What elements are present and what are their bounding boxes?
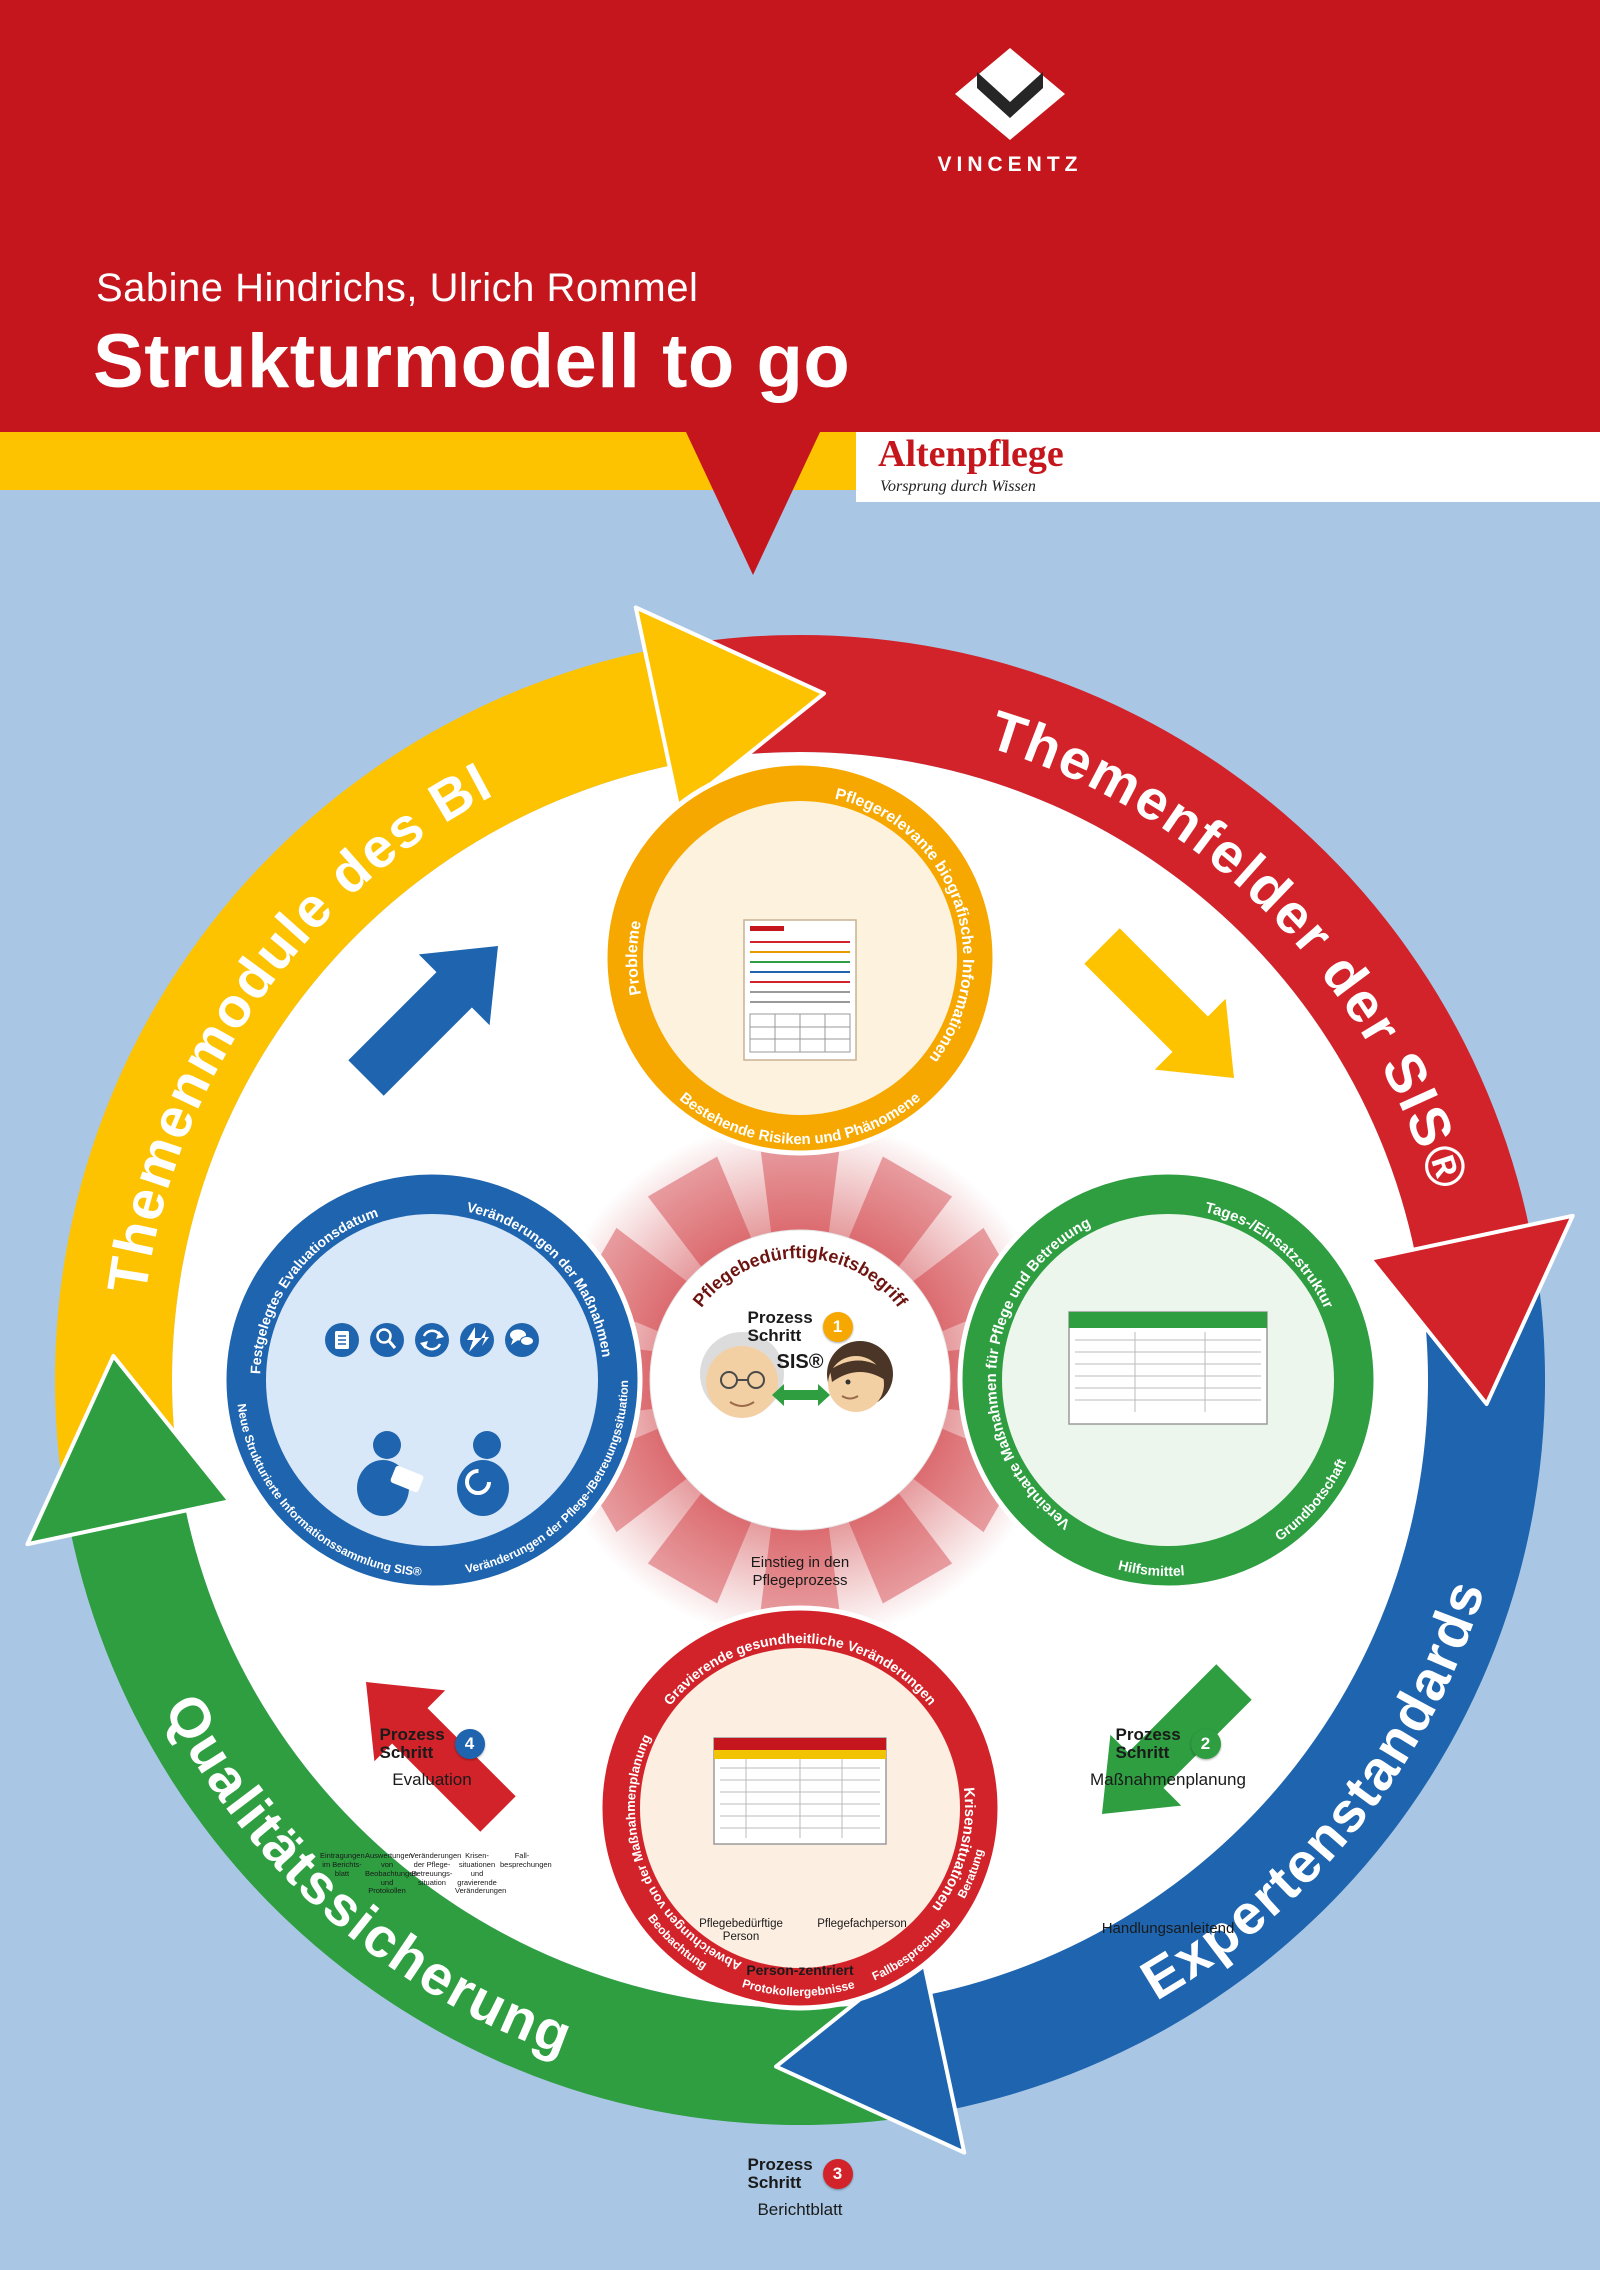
- vincentz-logo-mark-icon: [955, 48, 1065, 140]
- step4-label: Prozess Schritt: [379, 1724, 445, 1762]
- step4-circle: Festgelegtes Evaluationsdatum Veränderun…: [221, 1169, 643, 1591]
- massnahmenplan-form-image: [1068, 1311, 1268, 1425]
- center-circle: Pflegebedürftigkeitsbegriff: [649, 1229, 951, 1531]
- brand-name: Altenpflege: [878, 433, 1064, 475]
- step1-ring-left: Probleme: [624, 919, 645, 997]
- step3-label: Prozess Schritt: [747, 2154, 813, 2192]
- step2-circle: Tages-/Einsatzstruktur Vereinbarte Maßna…: [957, 1169, 1379, 1591]
- ring-arrow-blue-icon: [774, 1948, 967, 2155]
- ring-arrow-red-icon: [1368, 1213, 1575, 1406]
- center-left-label: Pflegebedürftige Person: [699, 1918, 783, 1944]
- vincentz-logo: VINCENTZ: [935, 48, 1085, 177]
- arrow-step1-to-step2-icon: [1084, 928, 1234, 1078]
- evaluation-icons: [325, 1323, 539, 1357]
- step1-caption: Einstieg in den Pflegeprozess: [750, 1554, 850, 1589]
- step2-label: Prozess Schritt: [1115, 1724, 1181, 1762]
- step1-number-badge: 1: [822, 1312, 853, 1342]
- step4-item-3: Veränderungen der Pflege- Betreuungs- si…: [410, 1851, 462, 1887]
- brand-box: Altenpflege Vorsprung durch Wissen: [856, 432, 1600, 502]
- arrow-step4-to-step1-icon: [348, 946, 498, 1096]
- step4-header: Prozess Schritt 4: [342, 1722, 522, 1766]
- step4-number-badge: 4: [454, 1729, 485, 1759]
- ring-arrow-green-icon: [25, 1354, 232, 1547]
- step4-name: Evaluation: [392, 1770, 472, 1789]
- step2-name: Maßnahmenplanung: [1090, 1770, 1246, 1789]
- exchange-arrow-icon: [772, 1384, 830, 1406]
- process-diagram: Themenmodule des BI Themenfelder der SIS…: [25, 605, 1575, 2155]
- step3-number-badge: 3: [822, 2159, 853, 2189]
- ring-arrow-yellow-icon: [633, 605, 826, 812]
- arrow-step2-to-step3-icon: [1102, 1664, 1252, 1814]
- step1-circle: Pflegerelevante biografische Information…: [602, 760, 998, 1156]
- brand-tagline: Vorsprung durch Wissen: [880, 478, 1036, 495]
- step4-item-5: Fall- besprechungen: [500, 1851, 552, 1869]
- step2-header: Prozess Schritt 2: [1078, 1722, 1258, 1766]
- publisher-name: VINCENTZ: [937, 153, 1083, 176]
- refresh-icon: [415, 1323, 449, 1357]
- step4-item-4: Krisen- situationen und gravierende Verä…: [455, 1851, 507, 1896]
- step4-item-1: Eintragungen im Berichts- blatt: [320, 1851, 365, 1878]
- center-bottom-label: Person-zentriert: [746, 1962, 854, 1978]
- document-icon: [325, 1323, 359, 1357]
- evaluation-figures-image: [357, 1431, 509, 1516]
- step4-item-2: Auswertungen von Beobachtungen und Proto…: [365, 1851, 418, 1896]
- header: VINCENTZ Sabine Hindrichs, Ulrich Rommel…: [0, 0, 1600, 432]
- book-title: Strukturmodell to go: [93, 319, 851, 404]
- care-recipient-image: [700, 1332, 784, 1418]
- step1-header: Prozess Schritt 1: [710, 1305, 890, 1349]
- lightning-icon: [460, 1323, 494, 1357]
- sis-form-image: [743, 919, 857, 1061]
- brand-band: Altenpflege Vorsprung durch Wissen: [0, 432, 1600, 575]
- speech-bubbles-icon: [505, 1323, 539, 1357]
- arrow-step3-to-step4-icon: [366, 1682, 516, 1832]
- header-arrow-icon: [686, 432, 820, 575]
- berichtblatt-form-image: [713, 1737, 887, 1845]
- step1-name: SIS®: [776, 1351, 824, 1373]
- step3-circle: Gravierende gesundheitliche Veränderunge…: [597, 1605, 1003, 2011]
- step1-label: Prozess Schritt: [747, 1307, 813, 1345]
- svg-text:Probleme: Probleme: [624, 919, 645, 997]
- center-right-label: Pflegefachperson: [817, 1918, 907, 1930]
- diagram-area: Themenmodule des BI Themenfelder der SIS…: [0, 490, 1600, 2270]
- step3-name: Berichtblatt: [757, 2200, 843, 2219]
- step2-caption: Handlungsanleitend: [1101, 1920, 1235, 1937]
- flow-arrows: [348, 928, 1252, 1832]
- authors: Sabine Hindrichs, Ulrich Rommel: [96, 266, 699, 310]
- step2-number-badge: 2: [1190, 1729, 1221, 1759]
- step3-header: Prozess Schritt 3: [710, 2152, 890, 2196]
- magnifier-icon: [370, 1323, 404, 1357]
- care-professional-image: [827, 1341, 893, 1412]
